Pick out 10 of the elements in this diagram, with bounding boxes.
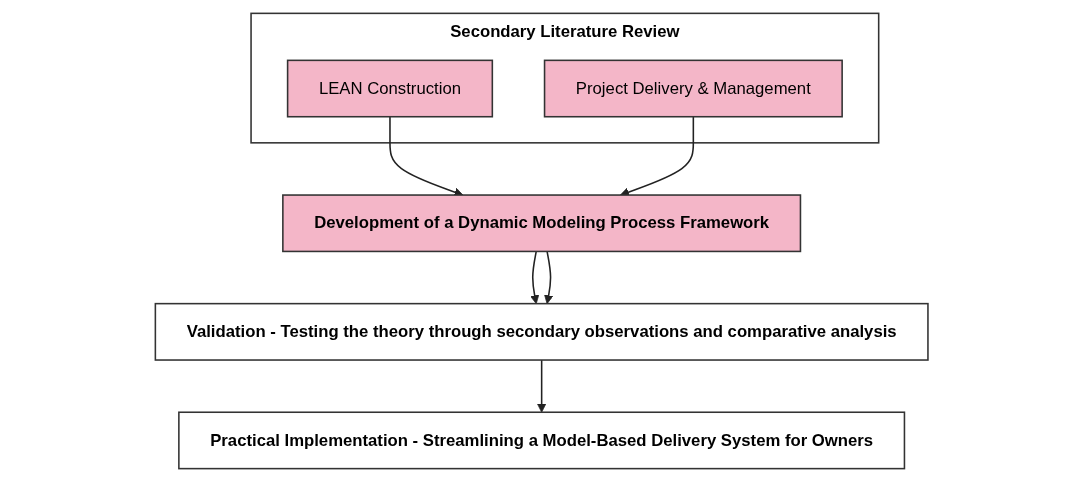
node-box: Development of a Dynamic Modeling Process Framework [282,194,802,253]
node-box: LEAN Construction [287,59,494,118]
arrow [537,359,547,413]
arrow [544,250,554,305]
node-box: Practical Implementation - Streamlining a Model-Based Delivery System for Owners [178,411,906,470]
node-box: Project Delivery & Management [544,59,844,118]
arrow [530,250,540,305]
node-box: Validation - Testing the theory through secondary observations and comparative analysis [154,302,930,361]
arrow [620,115,695,197]
arrow [389,115,464,197]
